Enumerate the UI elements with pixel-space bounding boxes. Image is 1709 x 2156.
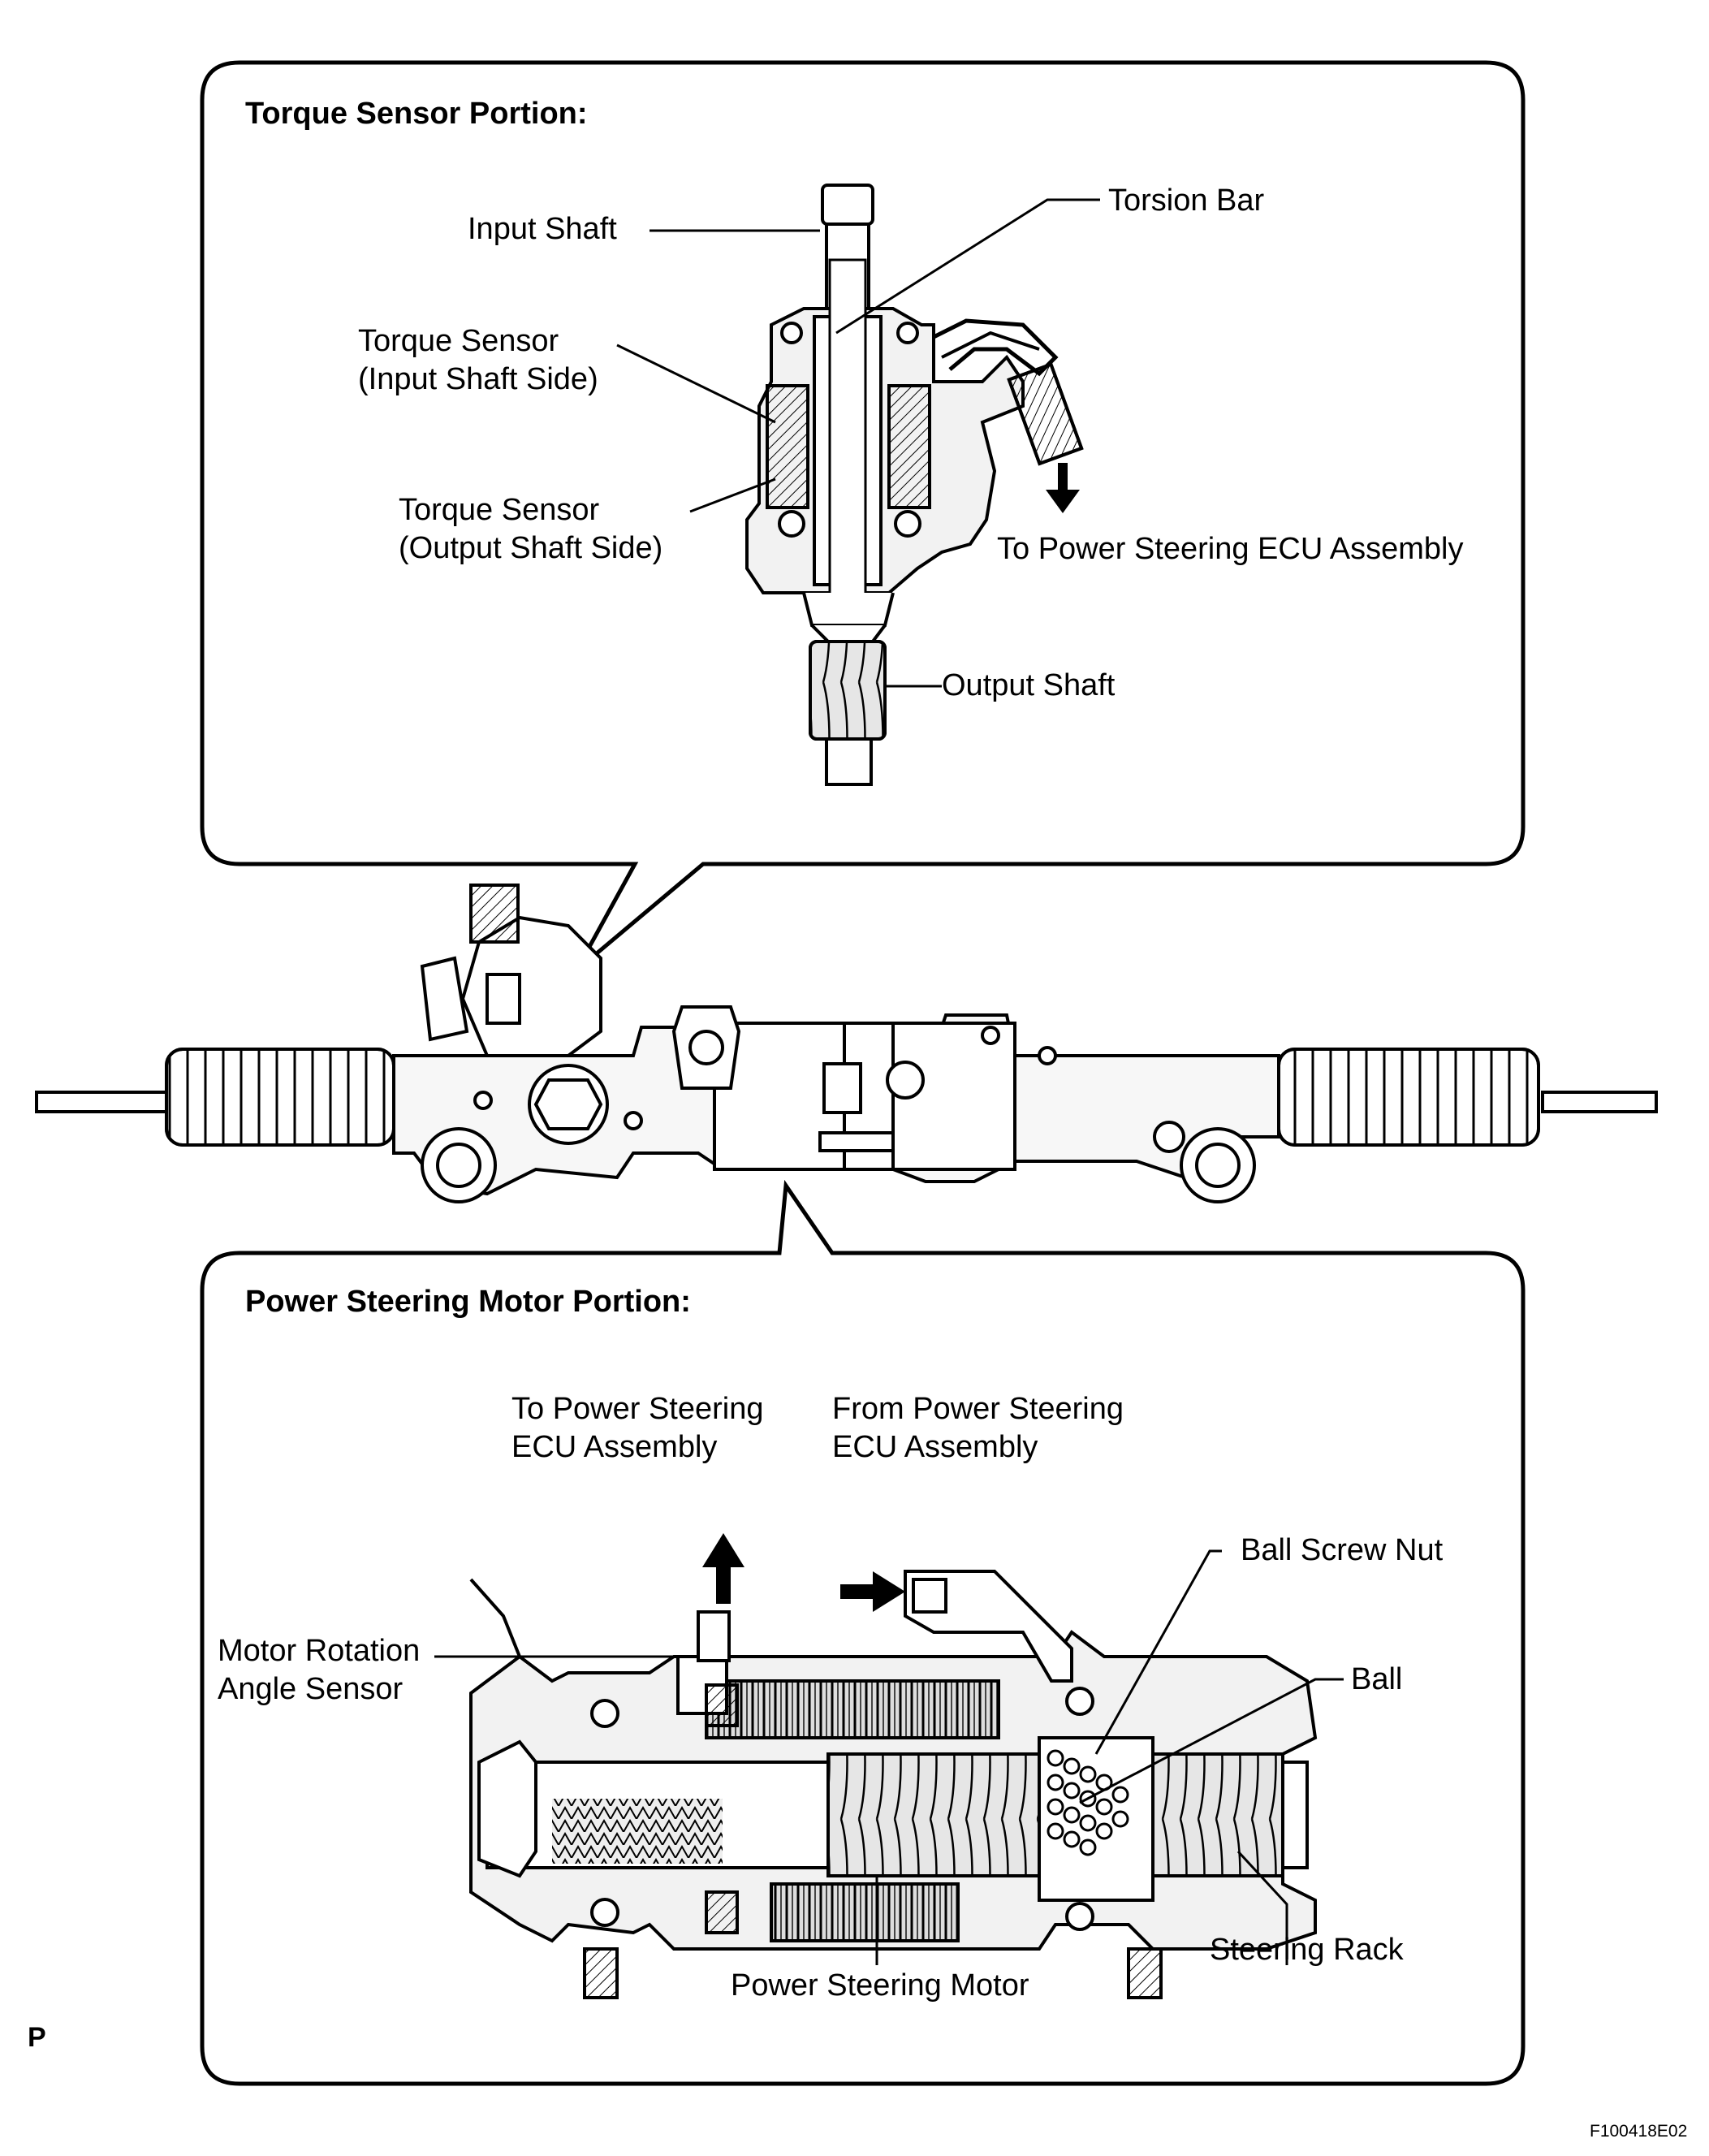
torque-sensor-input-label: Torque Sensor (Input Shaft Side) xyxy=(358,324,598,396)
power-steering-motor-label: Power Steering Motor xyxy=(731,1968,1029,2003)
ball-screw-nut-label: Ball Screw Nut xyxy=(1241,1533,1444,1567)
input-shaft-label: Input Shaft xyxy=(468,212,617,246)
figure-id: F100418E02 xyxy=(1590,2122,1688,2141)
steering-rack-label: Steering Rack xyxy=(1210,1933,1404,1967)
to-ecu-label-bottom: To Power Steering ECU Assembly xyxy=(511,1392,764,1464)
bottom-panel-heading: Power Steering Motor Portion: xyxy=(245,1285,691,1319)
bottom-leader-lines xyxy=(434,1549,1344,1965)
ball-label: Ball xyxy=(1351,1662,1403,1696)
corner-mark: P xyxy=(28,2022,46,2053)
steering-gear-assembly xyxy=(35,884,1658,1203)
top-panel-heading: Torque Sensor Portion: xyxy=(245,97,588,131)
torque-sensor-assembly xyxy=(745,184,1084,786)
motor-rotation-angle-sensor-label: Motor Rotation Angle Sensor xyxy=(218,1634,421,1706)
to-ecu-label-top: To Power Steering ECU Assembly xyxy=(997,532,1464,566)
to-ecu-arrow-top xyxy=(1046,463,1080,513)
torsion-bar-label: Torsion Bar xyxy=(1108,184,1265,218)
from-ecu-label-bottom: From Power Steering ECU Assembly xyxy=(832,1392,1124,1464)
top-leader-lines xyxy=(616,198,1100,688)
motor-cross-section xyxy=(469,1570,1318,1999)
torque-sensor-output-label: Torque Sensor (Output Shaft Side) xyxy=(399,493,663,565)
to-ecu-arrow-bottom xyxy=(702,1533,744,1604)
output-shaft-label: Output Shaft xyxy=(942,668,1116,702)
from-ecu-arrow-bottom xyxy=(840,1571,905,1612)
